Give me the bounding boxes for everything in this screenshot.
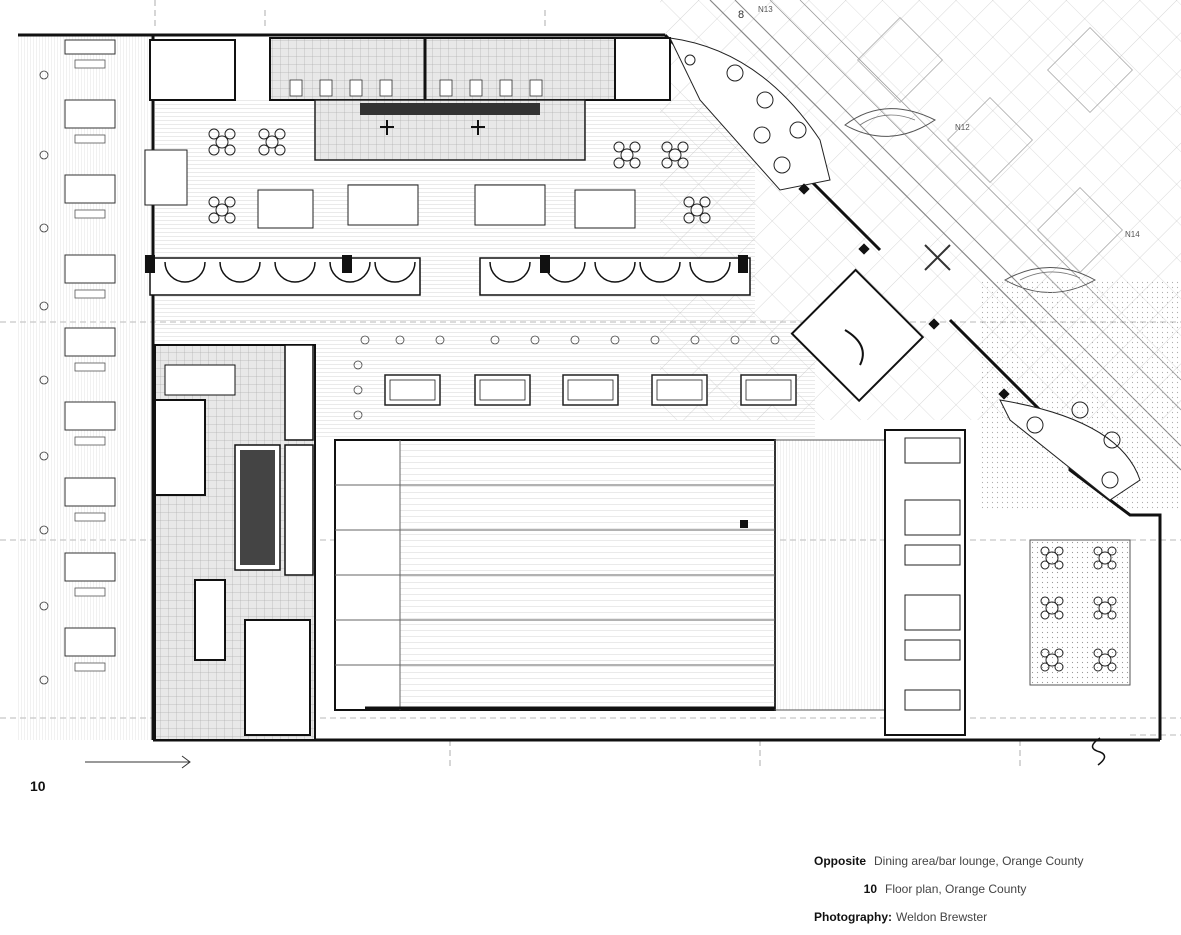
pool-tables <box>384 374 797 406</box>
kitchen <box>154 344 316 741</box>
parking-area <box>18 35 153 740</box>
caption-label: Photography: <box>814 910 892 924</box>
caption-label: Opposite <box>814 854 867 868</box>
bar-counter <box>314 99 586 161</box>
caption-text: Weldon Brewster <box>896 910 988 924</box>
bowling-lanes <box>334 439 886 711</box>
caption-photography: Photography: Weldon Brewster <box>814 910 987 924</box>
restrooms <box>149 37 671 101</box>
grid-label-n13: N13 <box>758 5 773 14</box>
bar-stools-row <box>353 335 780 420</box>
caption-figure: 10 Floor plan, Orange County <box>814 882 1027 896</box>
grid-marker-8: 8 <box>738 9 744 21</box>
caption-label: 10 <box>863 882 877 896</box>
break-line <box>1091 737 1106 766</box>
caption-text: Dining area/bar lounge, Orange County <box>874 854 1084 868</box>
banquette-booths <box>145 255 751 296</box>
floor-plan-drawing: N13 N12 N14 8 <box>0 0 1181 770</box>
lounge-tables <box>208 128 711 224</box>
right-dining-area <box>884 429 1131 736</box>
dimension-arrow <box>85 755 191 769</box>
grid-label-n14: N14 <box>1125 230 1140 239</box>
grid-label-n12: N12 <box>955 123 970 132</box>
figure-number: 10 <box>30 778 46 794</box>
caption-text: Floor plan, Orange County <box>885 882 1027 896</box>
caption-opposite: Opposite Dining area/bar lounge, Orange C… <box>814 854 1083 868</box>
lounge-sofas <box>144 149 636 229</box>
patio-entry <box>669 37 1141 501</box>
